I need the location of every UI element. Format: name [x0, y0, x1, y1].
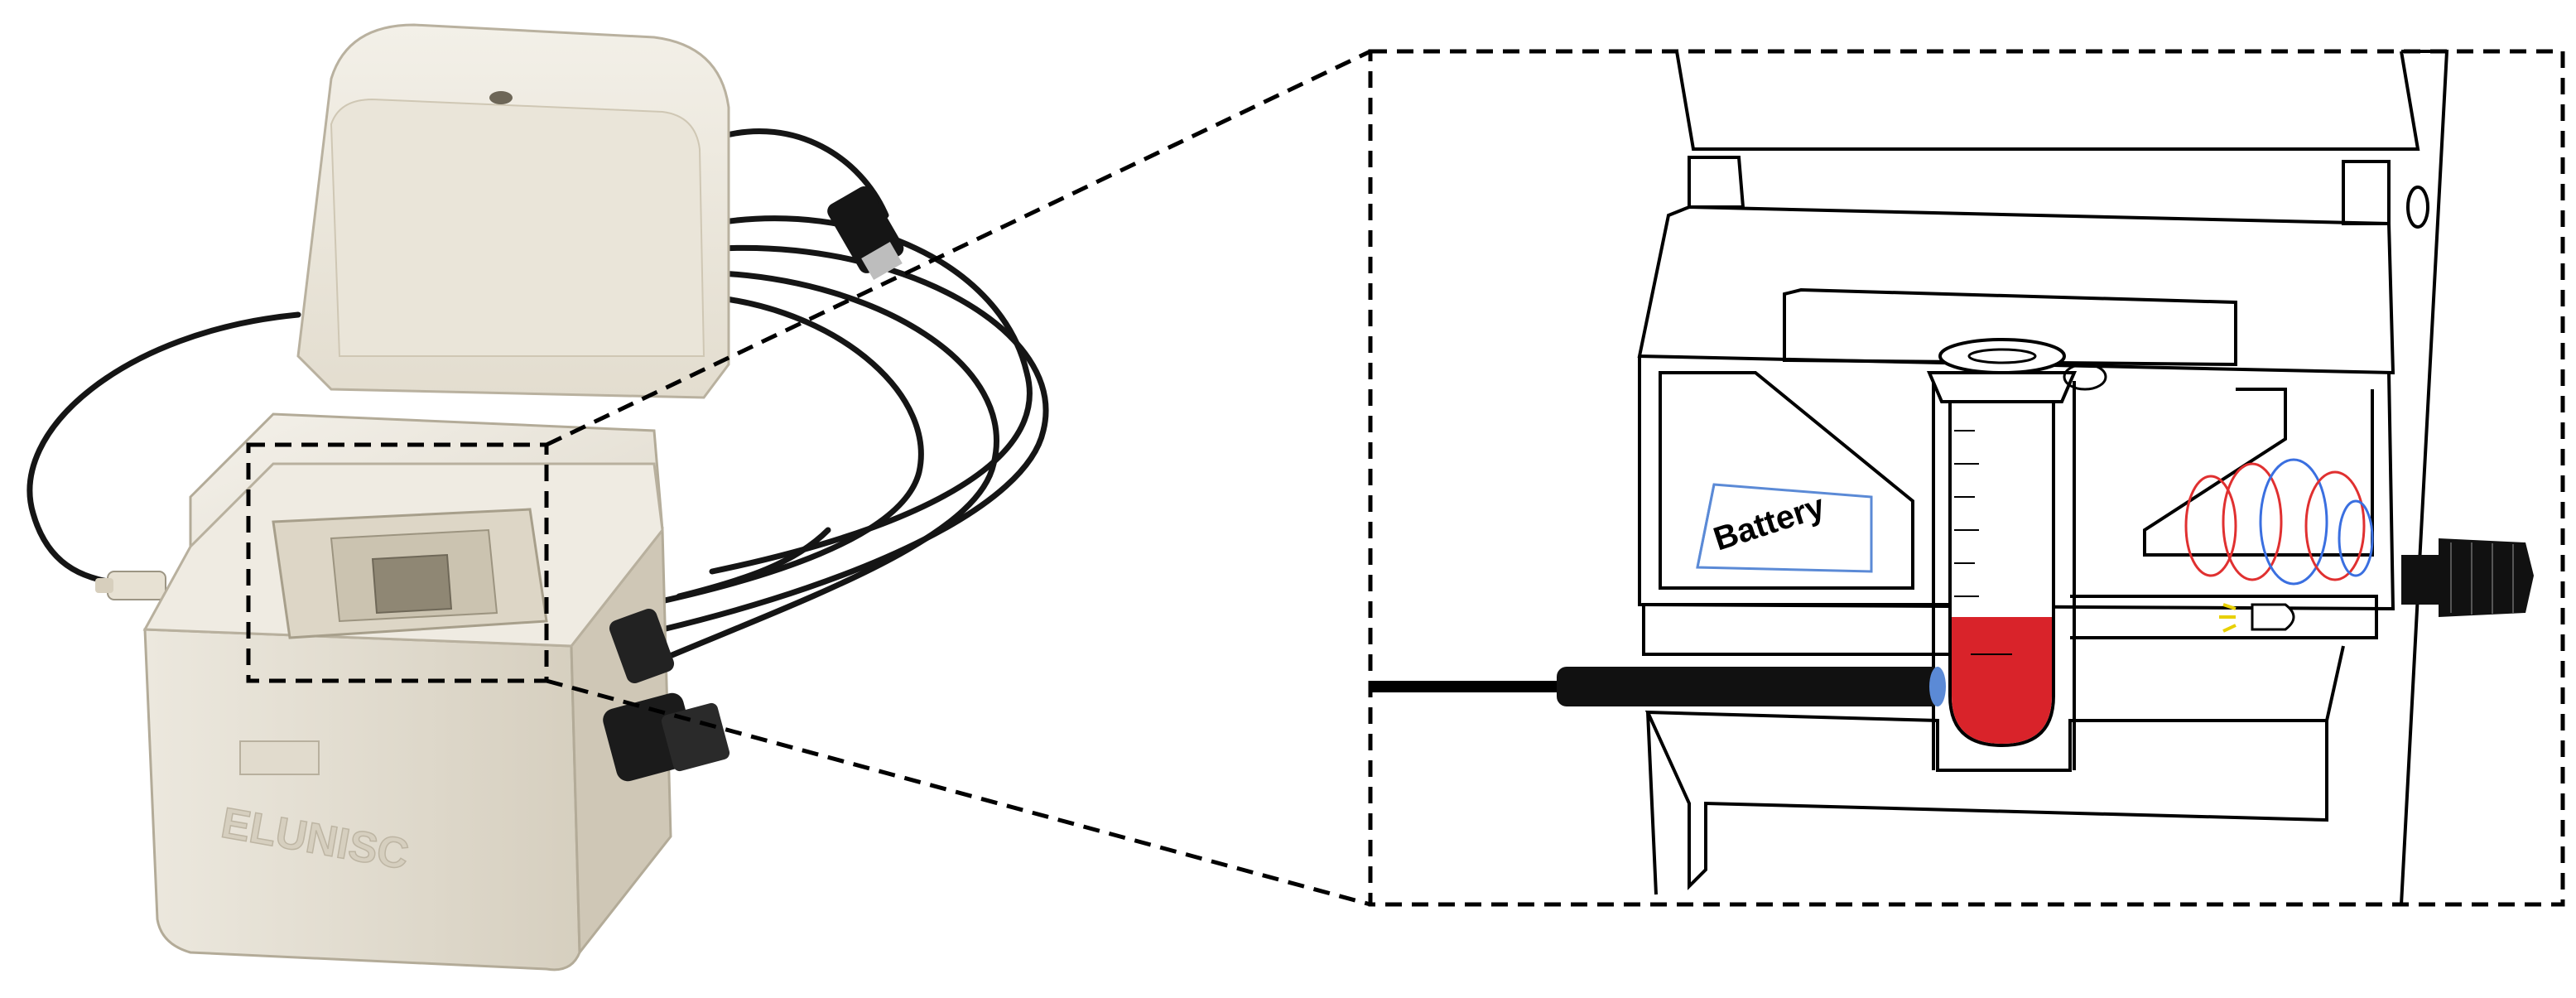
side-connector [95, 571, 166, 600]
photo-inset-box [246, 442, 549, 683]
housing-base [1644, 710, 2328, 890]
knobs [603, 608, 730, 782]
blood-sample [1952, 617, 2052, 744]
zoom-lines [545, 49, 1372, 907]
schematic: Battery [1368, 49, 2565, 907]
heating-coil [2184, 458, 2374, 586]
knob [2401, 538, 2534, 617]
lid-panel [1675, 51, 2420, 151]
led [2219, 603, 2295, 633]
device-body: ELUNISC [142, 412, 672, 971]
device-lid [296, 23, 730, 399]
device-photo: ELUNISC [26, 23, 1049, 971]
housing-top [1637, 205, 2395, 375]
sample-tube [1926, 338, 2107, 748]
hinge-wall [2400, 50, 2449, 905]
usb-plug [827, 186, 904, 280]
optical-probe [1370, 667, 1946, 706]
